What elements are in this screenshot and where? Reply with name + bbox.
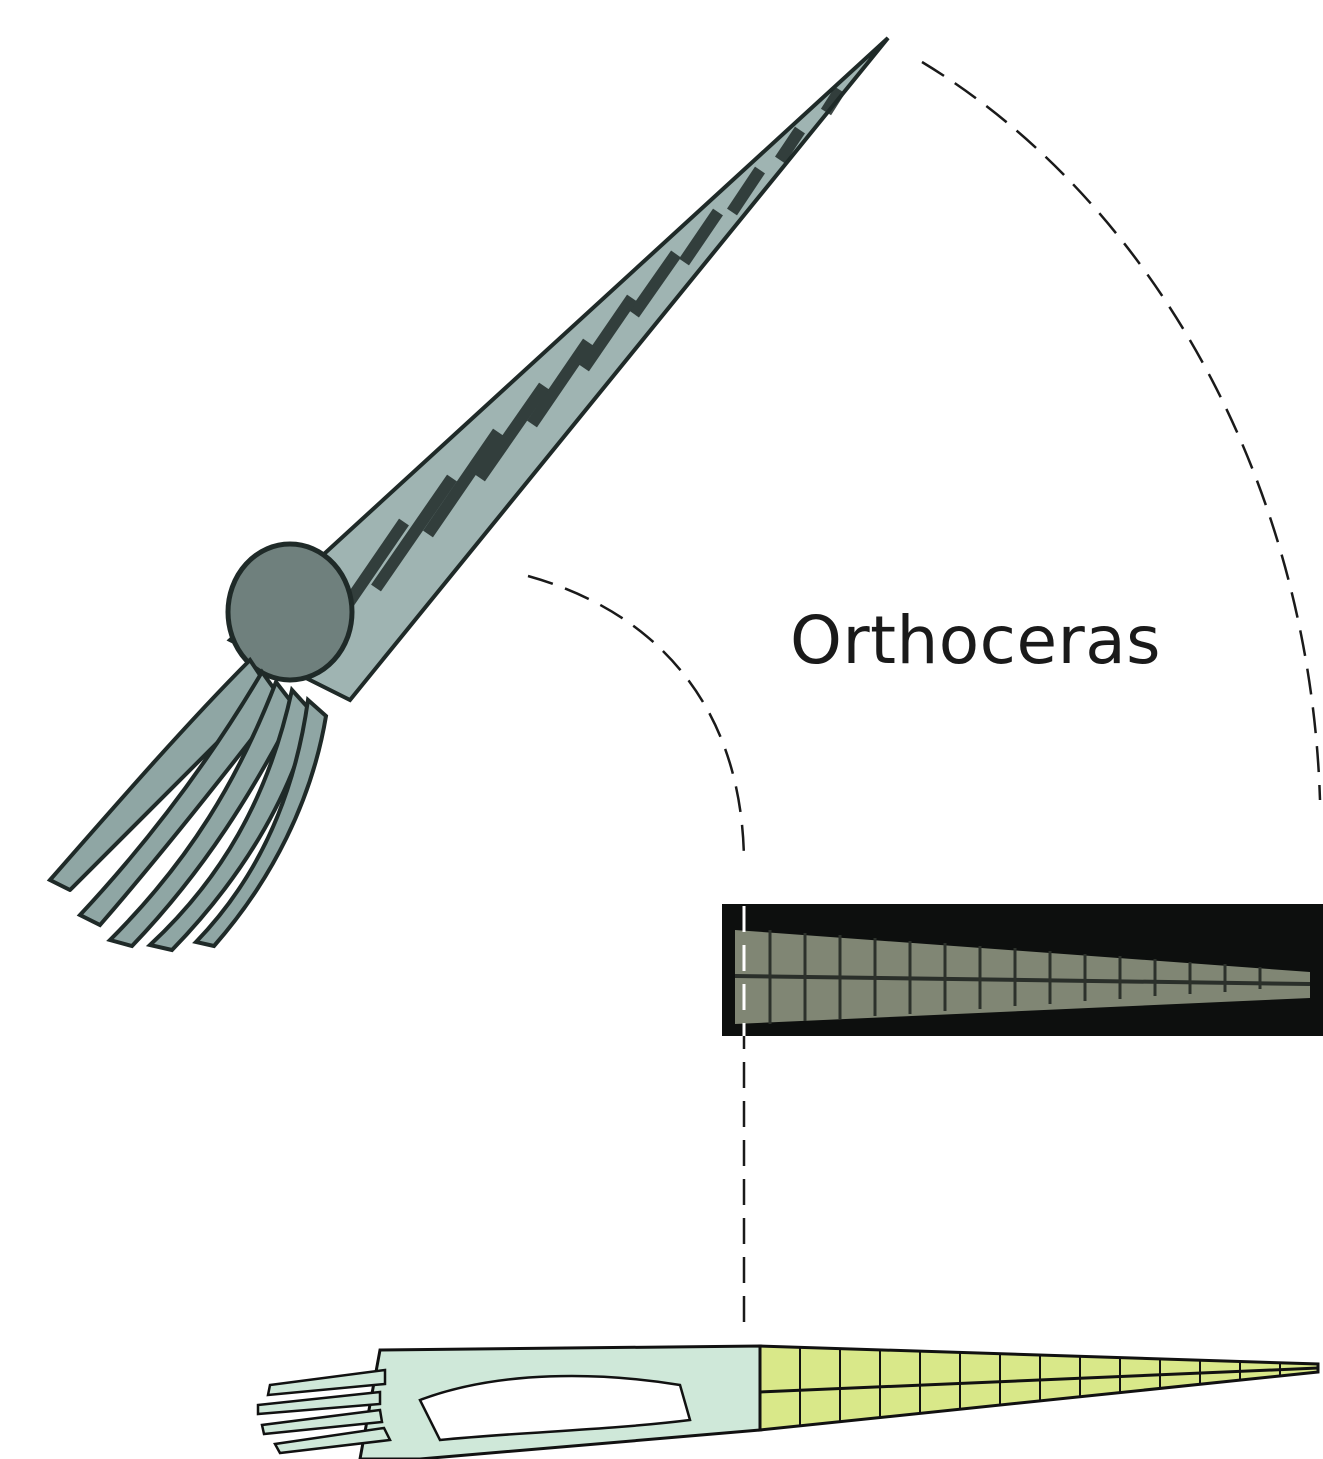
illustration-tentacles xyxy=(50,660,326,950)
diagram-title: Orthoceras xyxy=(790,608,1161,674)
outer-dashed-arc xyxy=(922,62,1320,800)
illustration-head xyxy=(228,544,352,680)
anatomical-cross-section xyxy=(258,1346,1318,1459)
inner-dashed-arc xyxy=(528,576,744,860)
fossil-photograph xyxy=(722,904,1323,1036)
anatomy-tentacles xyxy=(258,1370,390,1453)
life-reconstruction-illustration xyxy=(50,38,888,950)
